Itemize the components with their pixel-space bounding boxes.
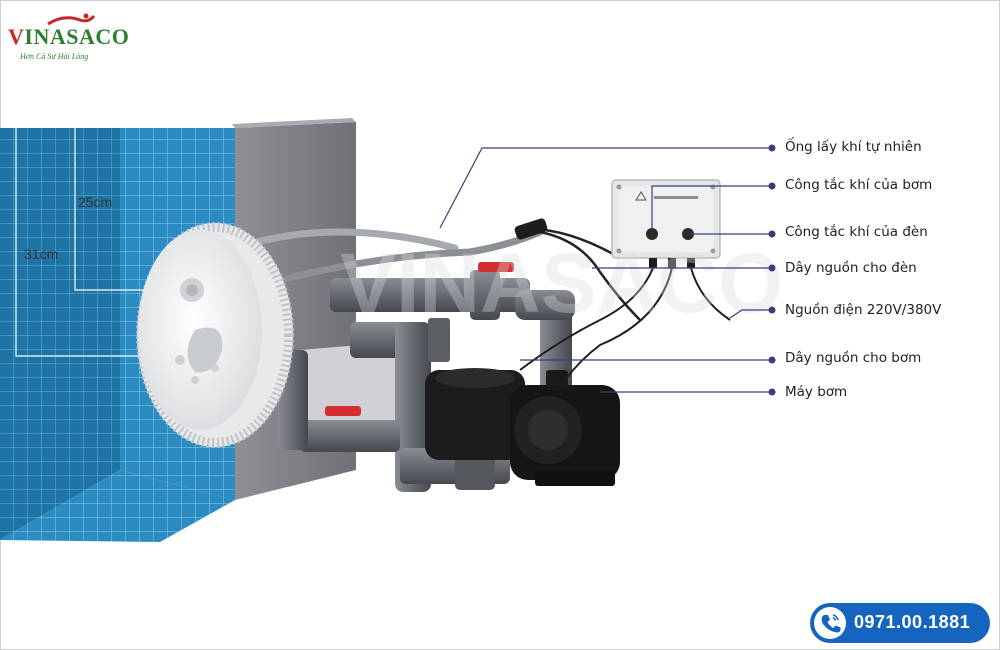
brand-logo: VINASACO Hơn Cả Sự Hài Lòng [8, 10, 129, 61]
dimension-label-bottom: 31cm [24, 246, 59, 262]
hotline-button[interactable]: 0971.00.1881 [810, 603, 990, 643]
callout-pump-power-cable: Dây nguồn cho bơm [785, 350, 922, 366]
callout-pump-air-switch: Công tắc khí của bơm [785, 177, 933, 193]
callout-natural-air-pipe: Ống lấy khí tự nhiên [785, 139, 922, 155]
callout-power-supply: Nguồn điện 220V/380V [785, 302, 942, 318]
callout-light-air-switch: Công tắc khí của đèn [785, 224, 928, 240]
air-hose-connector [514, 218, 548, 240]
watermark: VINASACO [340, 236, 783, 330]
hotline-number[interactable]: 0971.00.1881 [854, 612, 971, 632]
callout-lines [439, 147, 772, 393]
brand-slogan: Hơn Cả Sự Hài Lòng [20, 52, 89, 61]
brand-name: VINASACO [8, 24, 130, 49]
control-box [611, 179, 721, 268]
callout-dots [768, 144, 776, 396]
phone-icon [814, 607, 846, 639]
swimmer-logo-icon [47, 13, 96, 26]
callout-pump: Máy bơm [785, 384, 848, 400]
dimension-label-top: 25cm [78, 194, 113, 210]
pool-pumps [425, 368, 620, 486]
power-cables [519, 267, 731, 381]
pool-lamp [136, 222, 294, 448]
callout-light-power-cable: Dây nguồn cho đèn [785, 260, 917, 276]
